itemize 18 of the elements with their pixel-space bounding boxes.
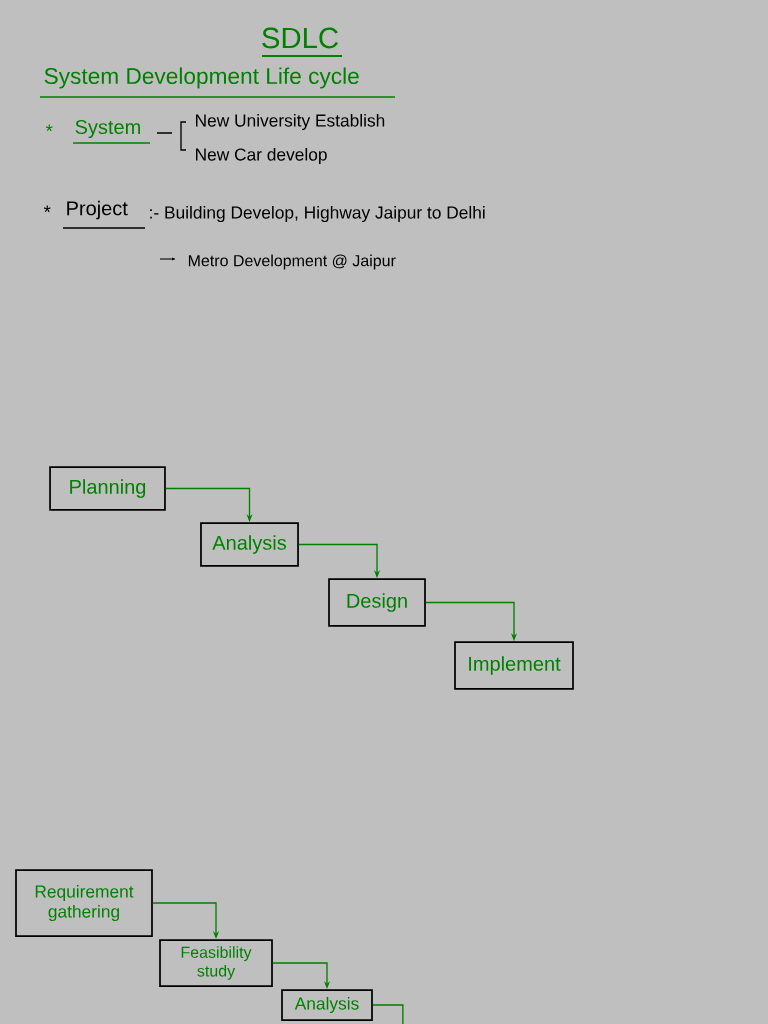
title: SDLC [262,27,338,49]
process-box: Analysis [200,522,299,567]
process-box: Requirement gathering [15,869,153,937]
process-box: Implement [454,641,574,690]
term: System [75,119,140,139]
process-box: Analysis [281,989,373,1021]
note-text: Metro Development @ Jaipur [188,254,396,270]
heading: System Development Life cycle [44,67,359,89]
list-item: New Car develop [196,147,327,165]
process-box: Planning [49,466,166,511]
note-text: :- Building Develop, Highway Jaipur to Delhi [150,205,485,223]
bullet: * [45,124,53,132]
process-box: Feasibility study [159,939,273,987]
process-box: Design [328,578,426,627]
term: Project [67,200,128,220]
bullet: * [43,205,51,213]
list-item: New University Establish [196,113,385,131]
arrow [372,1004,404,1024]
